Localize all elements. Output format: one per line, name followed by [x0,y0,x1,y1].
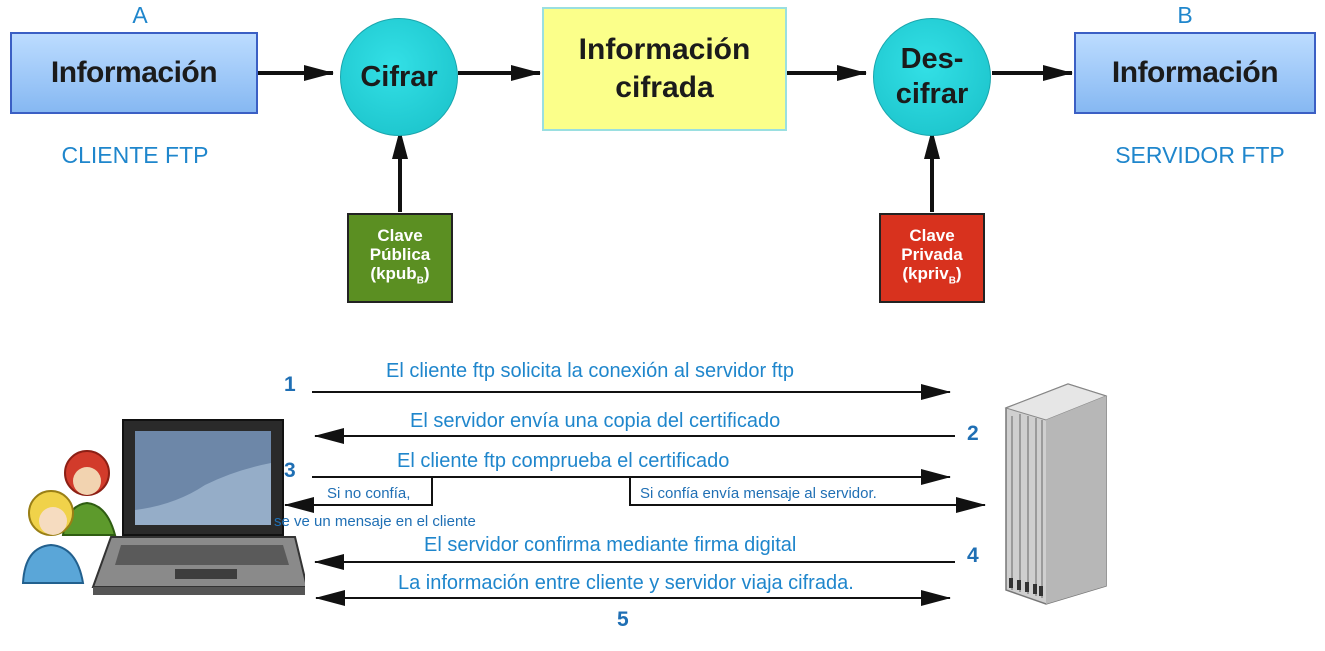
step-5-text: La información entre cliente y servidor … [398,572,854,594]
cipher-node: Cifrar [340,18,458,136]
client-laptop-illustration [21,419,305,595]
server-ftp-label: SERVIDOR FTP [1115,142,1285,168]
public-key-box: Clave Pública (kpubB) [347,213,453,303]
target-information-label: Información [1111,56,1279,89]
server-rack-illustration [1004,383,1108,605]
decipher-line-2: cifrar [895,78,969,110]
private-key-line-1: Clave [909,225,955,245]
step-1-text: El cliente ftp solicita la conexión al s… [386,360,794,382]
user-red-icon [61,450,117,536]
no-trust-note-line-2: se ve un mensaje en el cliente [274,513,476,530]
step-3-text: El cliente ftp comprueba el certificado [397,450,730,472]
label-b: B [1177,2,1193,28]
laptop-icon [91,419,305,595]
source-information-box: Información [10,32,258,114]
step-4-text: El servidor confirma mediante firma digi… [424,534,797,556]
target-information-box: Información [1074,32,1316,114]
encrypted-line-1: Información [578,33,751,66]
decipher-node: Des- cifrar [873,18,991,136]
encrypted-information-box: Información cifrada [542,7,787,131]
trust-note: Si confía envía mensaje al servidor. [640,485,877,502]
step-1-number: 1 [284,373,296,396]
public-key-line-1: Clave [377,225,423,245]
arrow-trust [629,477,986,513]
step-2-number: 2 [967,422,979,445]
step-4-number: 4 [967,544,979,567]
label-a: A [132,2,148,28]
step-2-text: El servidor envía una copia del certific… [410,410,781,432]
cipher-node-label: Cifrar [360,60,438,93]
no-trust-note-line-1: Si no confía, [327,485,411,502]
private-key-line-2: Privada [901,244,963,264]
public-key-line-3: (kpubB) [370,263,430,287]
public-key-line-2: Pública [369,244,431,264]
step-5-number: 5 [617,608,629,631]
source-information-label: Información [50,56,218,89]
client-ftp-label: CLIENTE FTP [61,142,209,168]
private-key-line-3: (kprivB) [902,263,962,287]
user-yellow-icon [21,490,85,584]
decipher-line-1: Des- [900,43,964,75]
step-3-number: 3 [284,459,296,482]
server-icon [1004,383,1108,605]
private-key-box: Clave Privada (kprivB) [879,213,985,303]
arrow-no-trust [284,477,433,513]
encrypted-line-2: cifrada [615,71,714,104]
